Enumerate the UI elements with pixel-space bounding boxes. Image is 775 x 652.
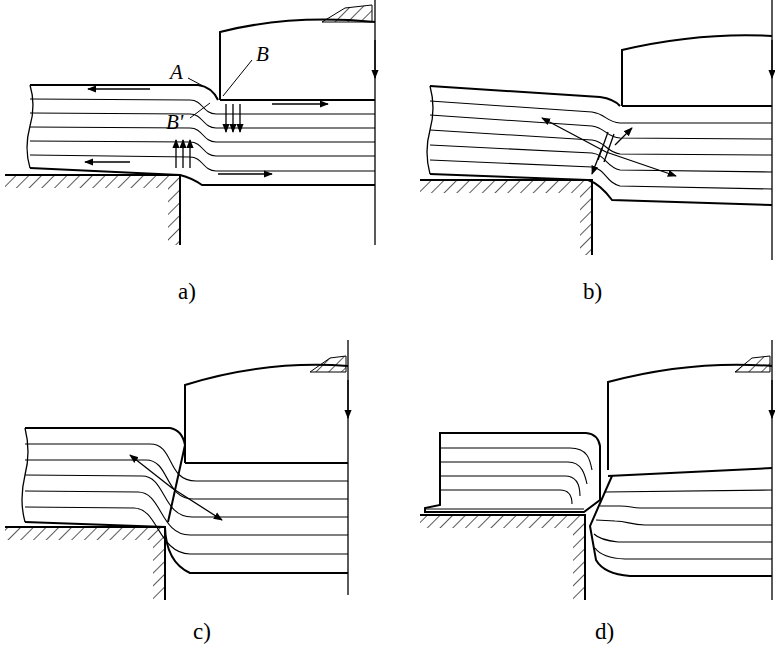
- panel-label: b): [583, 280, 602, 303]
- panel-label: a): [178, 280, 196, 303]
- panel-label: d): [595, 620, 614, 643]
- point-label: B: [256, 44, 269, 65]
- panel-c: [5, 340, 348, 600]
- panel-a: [5, 0, 375, 245]
- panel-b: [420, 0, 772, 260]
- point-label: A: [170, 62, 183, 83]
- panel-d: [420, 340, 772, 600]
- point-label: B': [166, 112, 183, 133]
- panel-label: c): [193, 620, 211, 643]
